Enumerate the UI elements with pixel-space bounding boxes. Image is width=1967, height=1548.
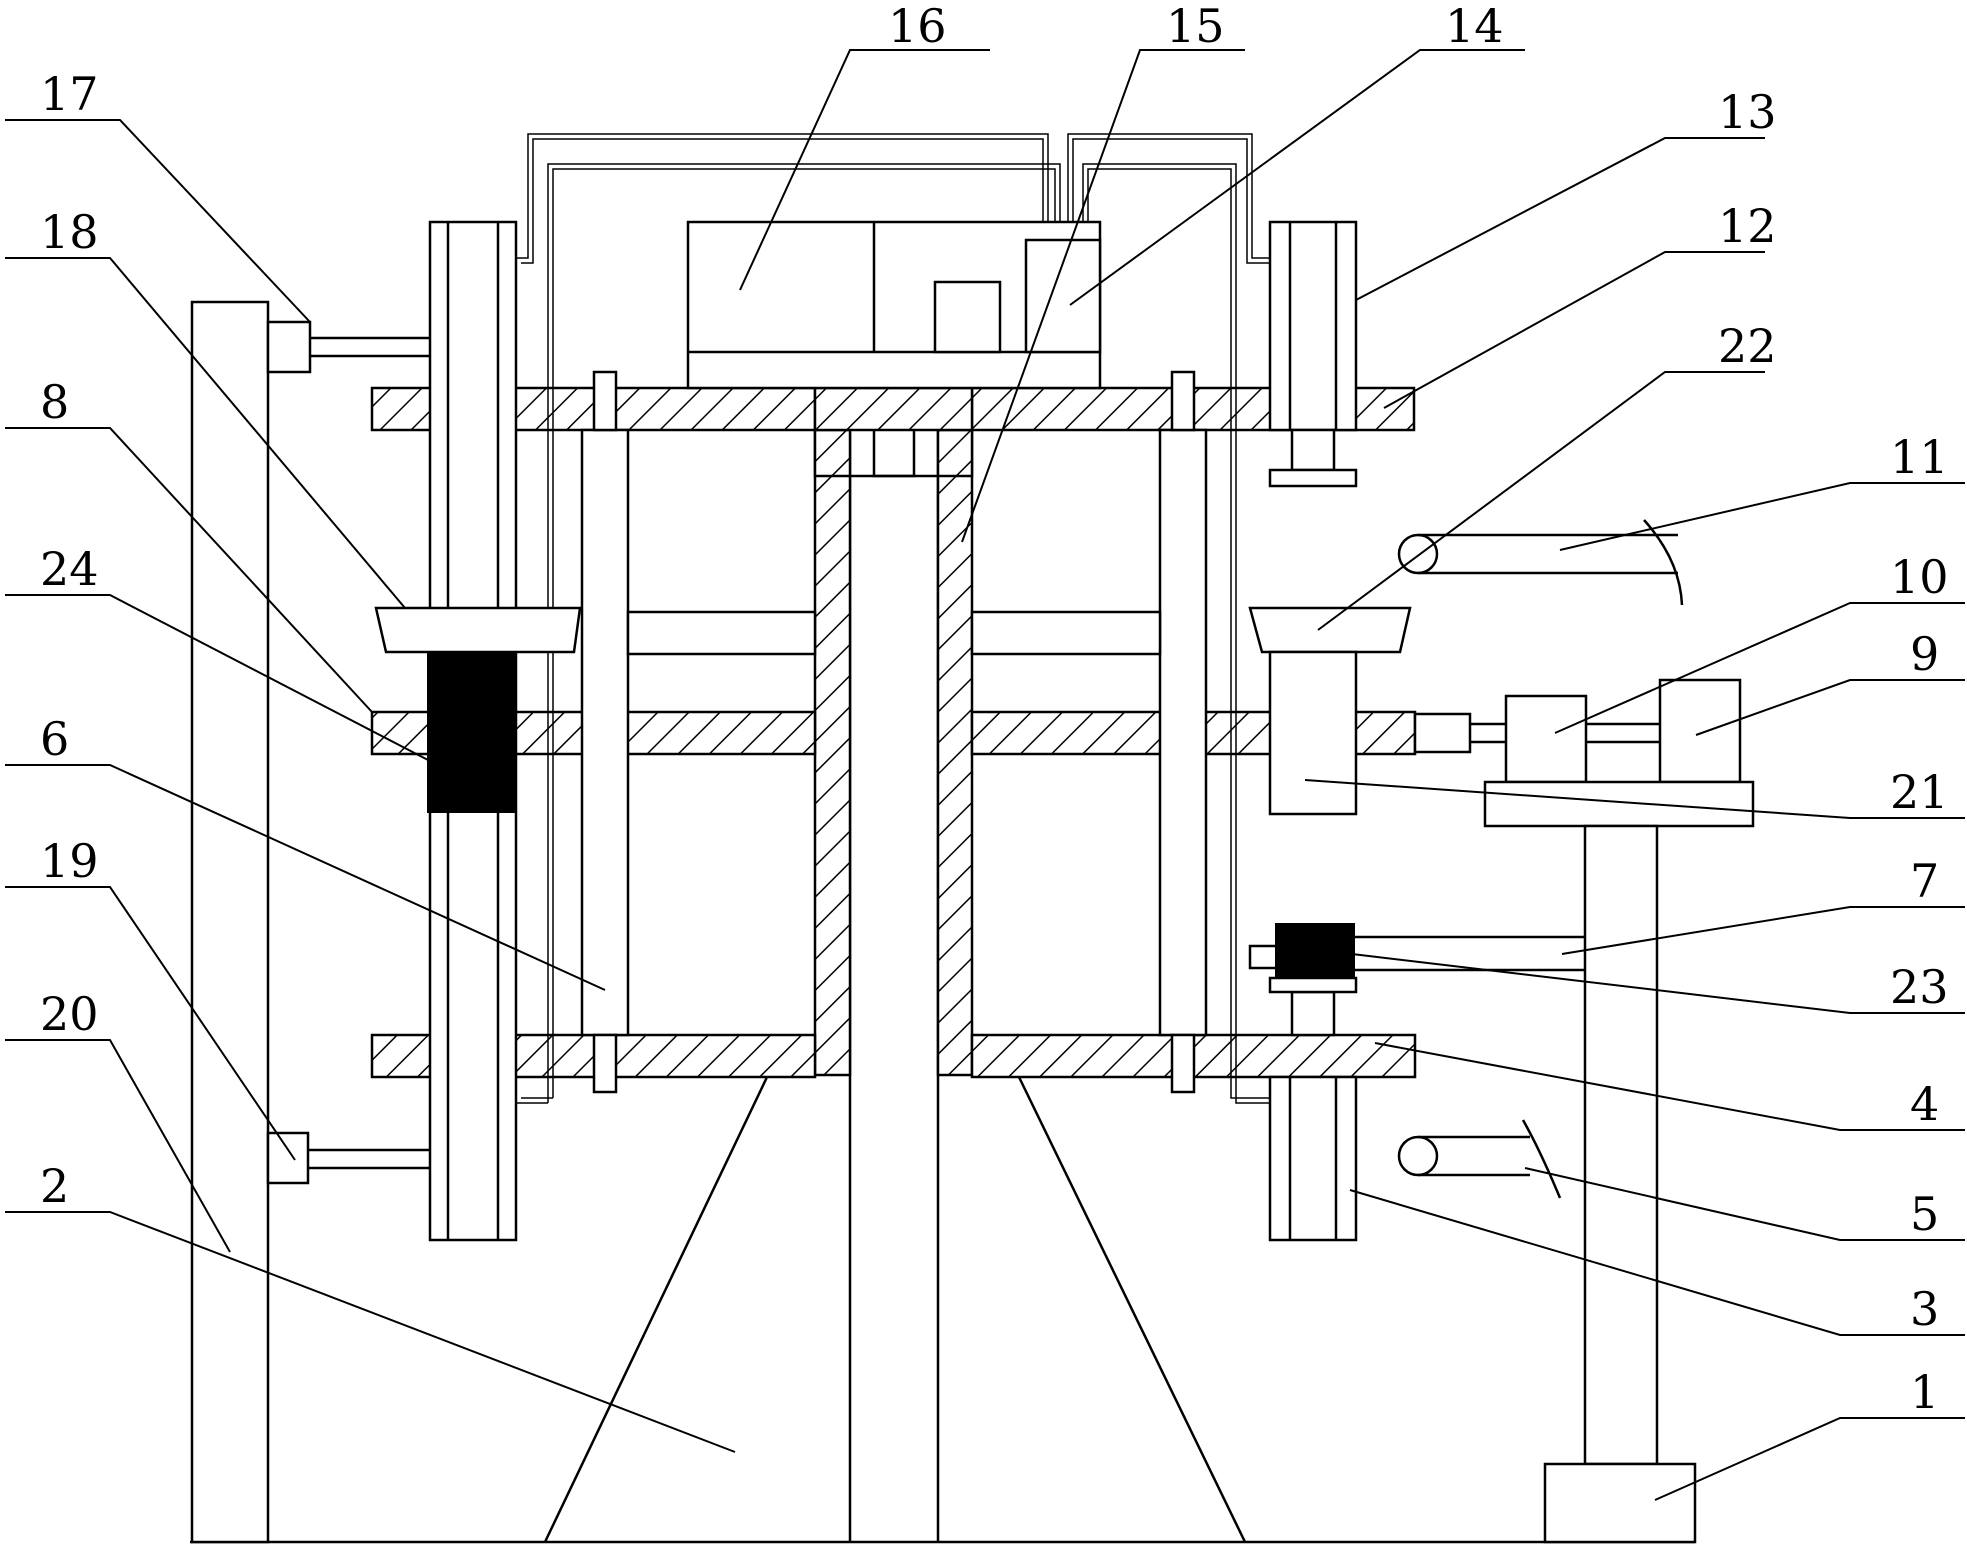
left-slider-block bbox=[427, 649, 515, 813]
left-frame-column bbox=[190, 300, 270, 1544]
callout-13: 13 bbox=[1718, 85, 1777, 139]
callout-12: 12 bbox=[1718, 199, 1777, 253]
middle-bars bbox=[626, 610, 1162, 656]
callout-5: 5 bbox=[1910, 1187, 1939, 1241]
callout-9: 9 bbox=[1910, 627, 1939, 681]
middle-plate bbox=[370, 710, 1417, 756]
callout-16: 16 bbox=[888, 0, 947, 53]
right-base-block bbox=[1543, 1462, 1697, 1544]
left-upper-sensor bbox=[266, 320, 430, 374]
guide-rods bbox=[580, 370, 1208, 1094]
callout-10: 10 bbox=[1890, 550, 1949, 604]
callout-17: 17 bbox=[40, 67, 99, 121]
upper-roller bbox=[1397, 519, 1684, 606]
right-support-post bbox=[1583, 824, 1659, 1466]
lower-roller bbox=[1397, 1119, 1562, 1199]
callout-1: 1 bbox=[1910, 1365, 1939, 1419]
callout-23: 23 bbox=[1890, 960, 1949, 1014]
left-lower-sensor bbox=[266, 1131, 430, 1185]
callout-7: 7 bbox=[1910, 854, 1939, 908]
leader-lines bbox=[5, 49, 1965, 1501]
callout-22: 22 bbox=[1718, 319, 1777, 373]
right-platform bbox=[1483, 780, 1755, 828]
callout-6: 6 bbox=[40, 712, 69, 766]
callout-15: 15 bbox=[1166, 0, 1225, 53]
callout-21: 21 bbox=[1890, 765, 1949, 819]
right-actuator bbox=[1413, 678, 1742, 784]
right-block bbox=[1268, 650, 1358, 816]
upper-plate bbox=[370, 386, 1416, 432]
callout-18: 18 bbox=[40, 205, 99, 259]
central-shaft bbox=[848, 362, 940, 1542]
right-small-mechanism bbox=[1248, 923, 1585, 979]
callout-8: 8 bbox=[40, 375, 69, 429]
callout-2: 2 bbox=[40, 1159, 69, 1213]
left-cup bbox=[374, 606, 582, 654]
right-lower-bar bbox=[1268, 976, 1358, 1242]
right-cup bbox=[1248, 606, 1412, 654]
callout-20: 20 bbox=[40, 987, 99, 1041]
control-box bbox=[686, 220, 1102, 390]
central-housing-top-left bbox=[813, 428, 852, 478]
callout-19: 19 bbox=[40, 834, 99, 888]
central-housing-top-right bbox=[936, 428, 974, 478]
cone-base bbox=[543, 1074, 1247, 1543]
callout-labels: 17 18 8 24 6 19 20 2 16 15 14 13 12 22 1… bbox=[40, 0, 1949, 1419]
callout-14: 14 bbox=[1445, 0, 1504, 53]
right-upper-bar bbox=[1268, 220, 1358, 488]
lower-plate bbox=[370, 1033, 1417, 1079]
callout-24: 24 bbox=[40, 542, 99, 596]
callout-4: 4 bbox=[1910, 1077, 1939, 1131]
central-housing bbox=[813, 428, 852, 1077]
callout-3: 3 bbox=[1910, 1282, 1939, 1336]
callout-11: 11 bbox=[1890, 430, 1949, 484]
